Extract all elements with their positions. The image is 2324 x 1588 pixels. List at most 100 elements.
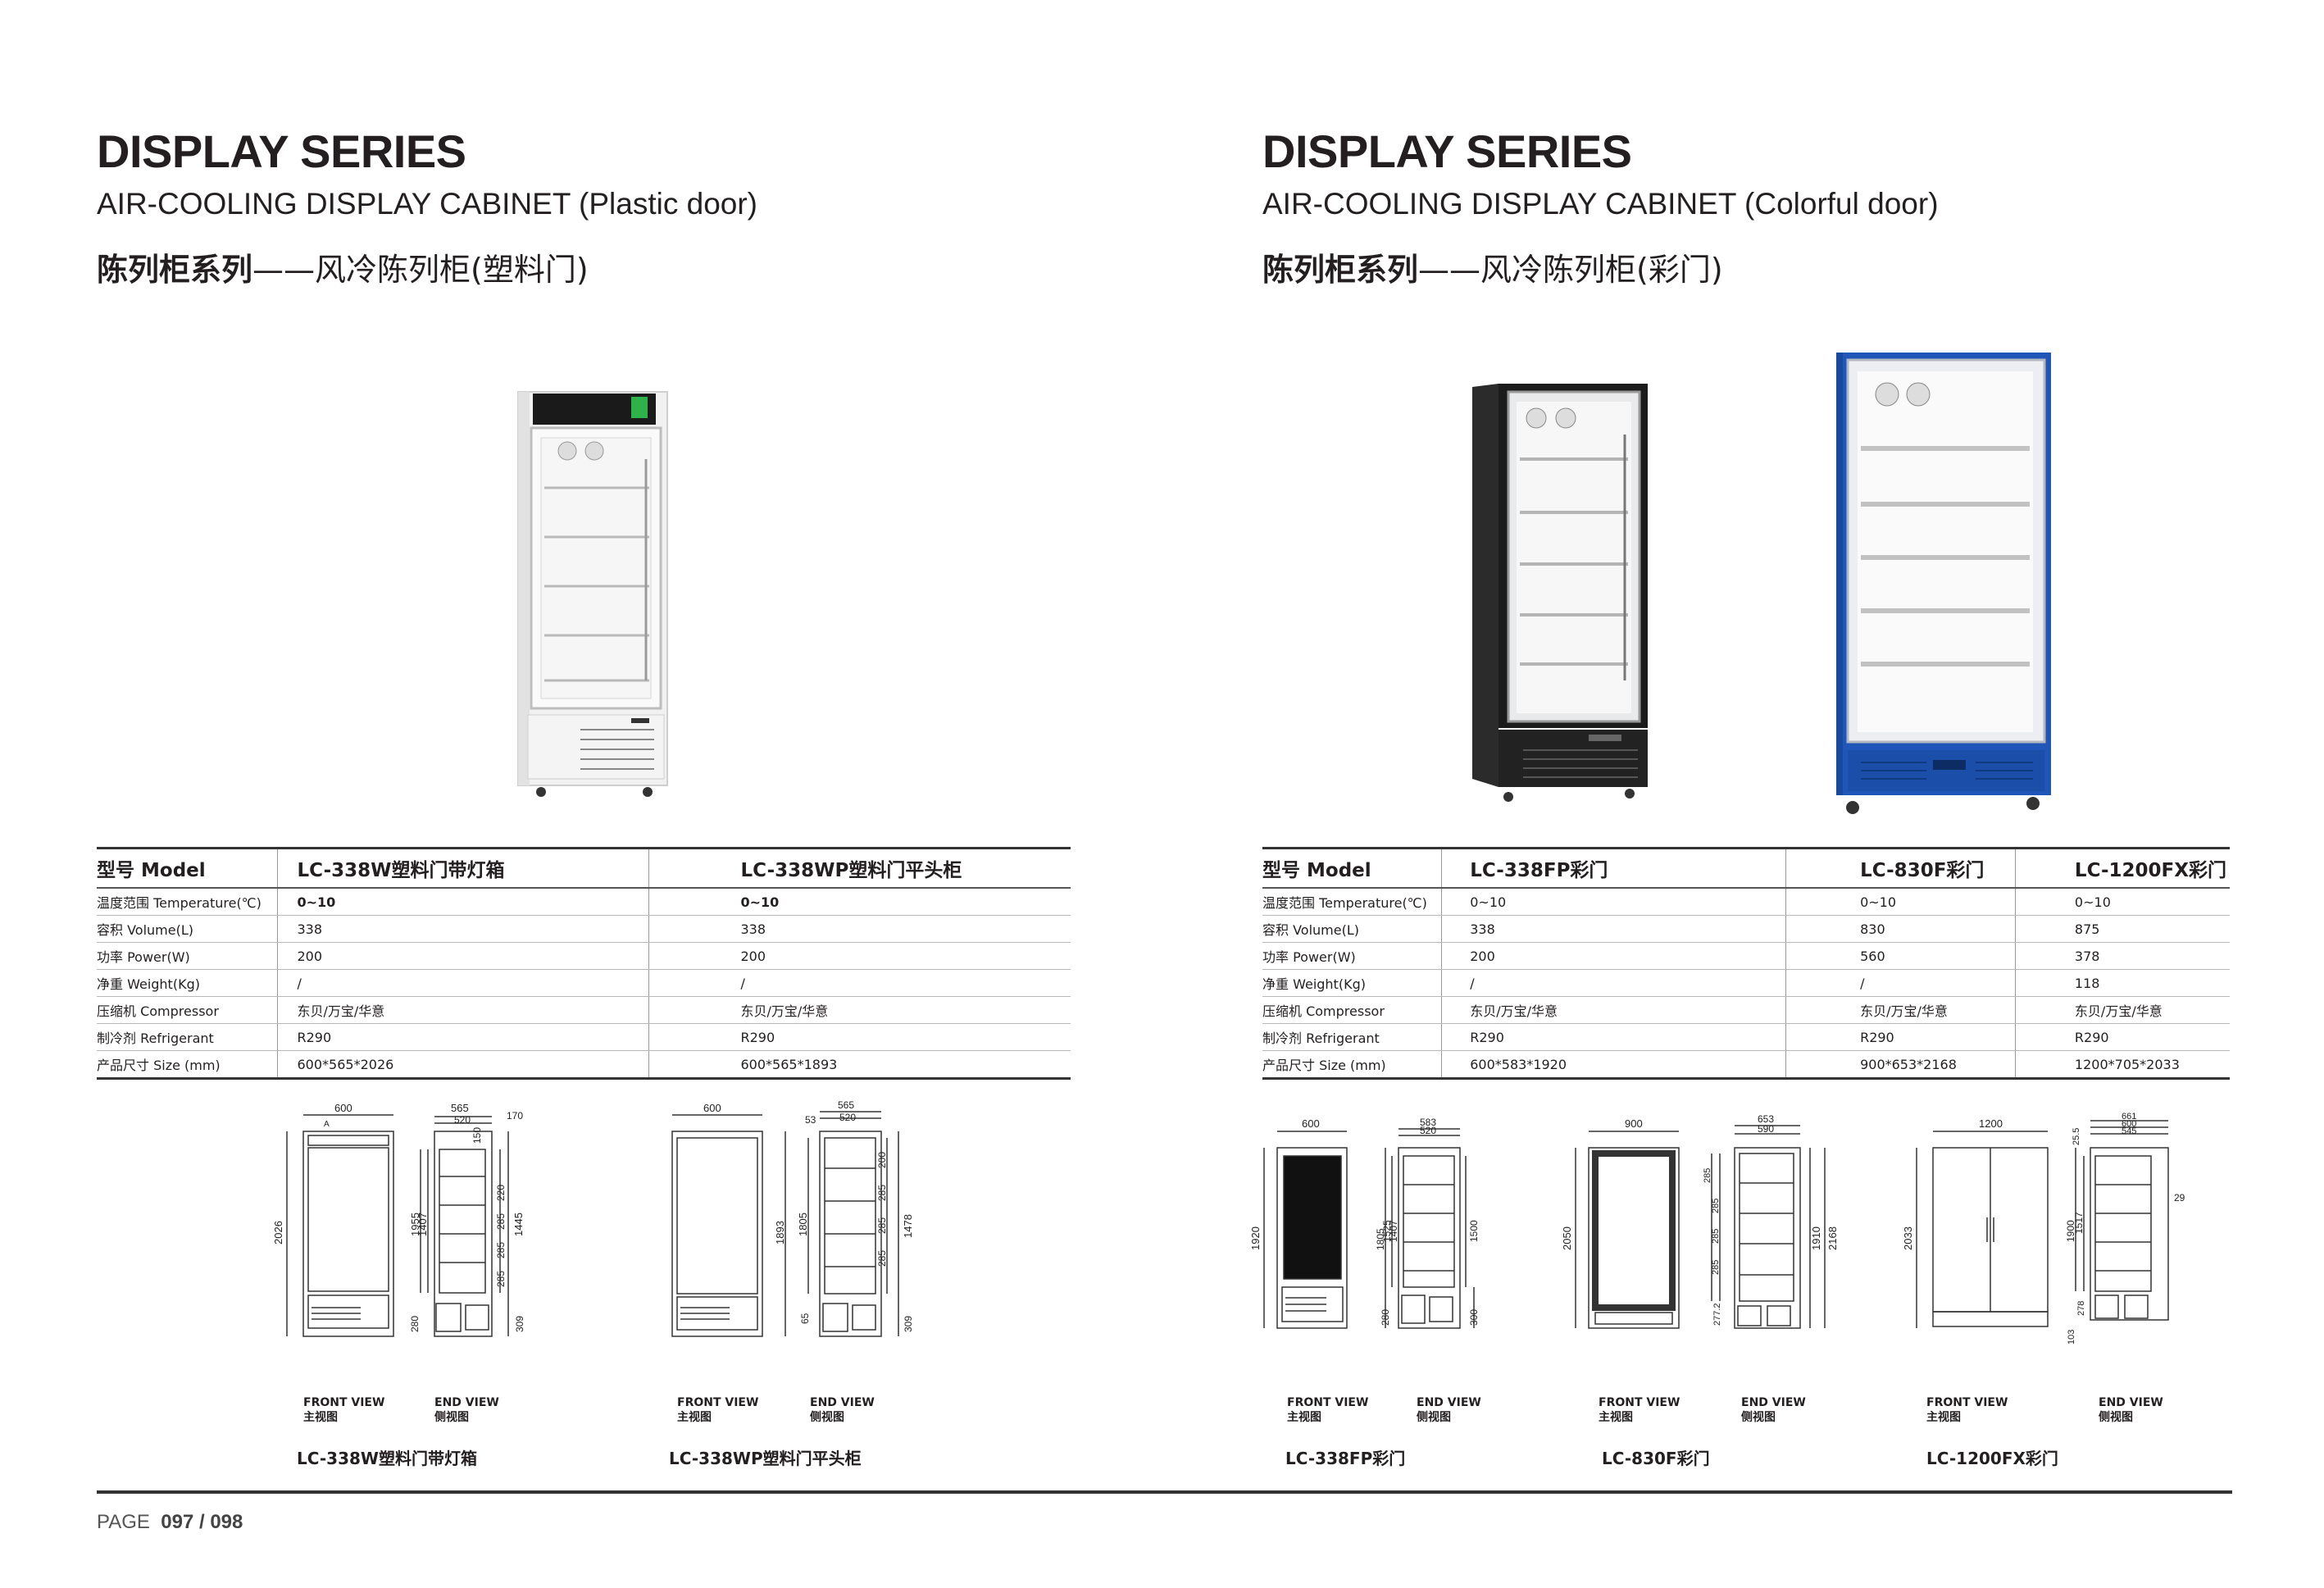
dim-height: 1920	[1249, 1226, 1262, 1250]
row-label: 产品尺寸 Size (mm)	[1262, 1050, 1443, 1080]
dim-base: 280	[409, 1316, 421, 1332]
dim-depth-inner: 520	[454, 1114, 471, 1126]
header-model-3: LC-1200FX彩门	[2015, 847, 2230, 889]
cell: 东贝/万宝/华意	[277, 996, 649, 1024]
view-cn: 侧视图	[434, 1411, 469, 1424]
drawing-caption: LC-1200FX彩门	[1926, 1449, 2058, 1468]
dim-base: 280	[1380, 1309, 1391, 1326]
dim-h2: 1805	[797, 1213, 809, 1236]
header-model-1: LC-338FP彩门	[1441, 847, 1787, 889]
view-cn: 侧视图	[1417, 1411, 1451, 1424]
drawing-caption: LC-338FP彩门	[1285, 1449, 1406, 1468]
cell: R290	[2015, 1023, 2230, 1051]
technical-drawing-lc830f: 900 653 590 2050 1910 2168 285 285 285 2…	[1561, 1113, 1839, 1329]
row-label: 功率 Power(W)	[1262, 942, 1443, 970]
drawing-caption: LC-338WP塑料门平头柜	[669, 1449, 862, 1468]
dim-base: 65	[799, 1313, 811, 1324]
row-label: 压缩机 Compressor	[97, 996, 278, 1024]
dim-width: 900	[1625, 1117, 1643, 1130]
table-row: 净重 Weight(Kg)//118	[1262, 969, 2230, 997]
drawing-caption: LC-338W塑料门带灯箱	[297, 1449, 477, 1468]
dim-top: 170	[507, 1110, 523, 1122]
view-cn: 主视图	[1287, 1411, 1321, 1424]
dim-top: 25.5	[2072, 1128, 2081, 1145]
cell: 900*653*2168	[1785, 1050, 2016, 1080]
view-en: FRONT VIEW	[1926, 1396, 2008, 1409]
view-en: FRONT VIEW	[1599, 1396, 1680, 1409]
dim-h4: 1500	[1468, 1220, 1480, 1242]
dim-width: 600	[703, 1102, 721, 1114]
dim-base: 103	[2067, 1330, 2076, 1345]
cell: 118	[2015, 969, 2230, 997]
page-label: PAGE	[97, 1511, 150, 1533]
dim-width: 600	[334, 1102, 352, 1114]
cell: 0~10	[2015, 888, 2230, 916]
cell: /	[277, 969, 649, 997]
dim-depth-inner2: 545	[2122, 1126, 2136, 1136]
page-title: DISPLAY SERIES	[97, 125, 466, 177]
view-cn: 侧视图	[2099, 1411, 2133, 1424]
dim-h3: 1517	[2073, 1212, 2085, 1234]
view-cn: 侧视图	[1741, 1411, 1776, 1424]
header-model-2: LC-830F彩门	[1785, 847, 2016, 889]
row-label: 净重 Weight(Kg)	[97, 969, 278, 997]
dim-marker: A	[324, 1120, 330, 1129]
dim-shelf: 285	[876, 1250, 888, 1267]
chinese-title-bold: 陈列柜系列	[97, 252, 253, 288]
page-subtitle: AIR-COOLING DISPLAY CABINET (Colorful do…	[1262, 187, 1939, 221]
dim-depth-inner: 520	[839, 1112, 856, 1123]
front-view-label: FRONT VIEW 主视图	[1599, 1395, 1680, 1425]
technical-drawing-lc338wp: 600 565 520 53 1893 1805 1478 200 285 28…	[671, 1099, 914, 1337]
dim-h3b: 1407	[1388, 1220, 1399, 1242]
header-model-1: LC-338W塑料门带灯箱	[277, 847, 649, 889]
dim-h4: 1478	[902, 1214, 914, 1238]
dim-h2: 1955	[409, 1213, 421, 1236]
dim-h3: 1407	[416, 1213, 429, 1236]
technical-drawing-lc338w: 600 A 565 520 170 2026 1955 1407 1445 15…	[272, 1102, 525, 1337]
cell: 600*583*1920	[1441, 1050, 1787, 1080]
white-cabinet-photo	[517, 391, 668, 797]
cell: 东贝/万宝/华意	[648, 996, 1071, 1024]
cell: 560	[1785, 942, 2016, 970]
end-view-label: END VIEW 侧视图	[434, 1395, 499, 1425]
dim-h2: 1900	[2065, 1220, 2076, 1242]
view-cn: 主视图	[1926, 1411, 1961, 1424]
cell: 830	[1785, 915, 2016, 943]
view-en: END VIEW	[434, 1396, 499, 1409]
row-label: 容积 Volume(L)	[97, 915, 278, 943]
cell: R290	[1785, 1023, 2016, 1051]
view-cn: 主视图	[1599, 1411, 1633, 1424]
dim-height: 1893	[774, 1221, 786, 1244]
dim-width: 1200	[1979, 1117, 2003, 1130]
cell: 东贝/万宝/华意	[2015, 996, 2230, 1024]
dim-depth: 583	[1420, 1117, 1436, 1128]
dim-shelf: 200	[876, 1152, 888, 1168]
cell: 0~10	[1785, 888, 2016, 916]
dim-shelf: 285	[495, 1271, 507, 1287]
dim-shelf: 220	[495, 1185, 507, 1201]
cell: 200	[1441, 942, 1787, 970]
page-numbers: 097 / 098	[161, 1511, 243, 1533]
dim-h4: 1445	[512, 1213, 525, 1236]
cell: 875	[2015, 915, 2230, 943]
dim-base: 309	[903, 1316, 914, 1332]
row-label: 净重 Weight(Kg)	[1262, 969, 1443, 997]
row-label: 温度范围 Temperature(℃)	[97, 888, 278, 916]
dim-depth-inner: 600	[2122, 1119, 2136, 1129]
cell: 0~10	[1441, 888, 1787, 916]
chinese-title: 陈列柜系列——风冷陈列柜(塑料门)	[97, 244, 589, 289]
dim-width: 600	[1302, 1117, 1320, 1130]
table-row: 净重 Weight(Kg)//	[97, 969, 1071, 997]
row-label: 容积 Volume(L)	[1262, 915, 1443, 943]
